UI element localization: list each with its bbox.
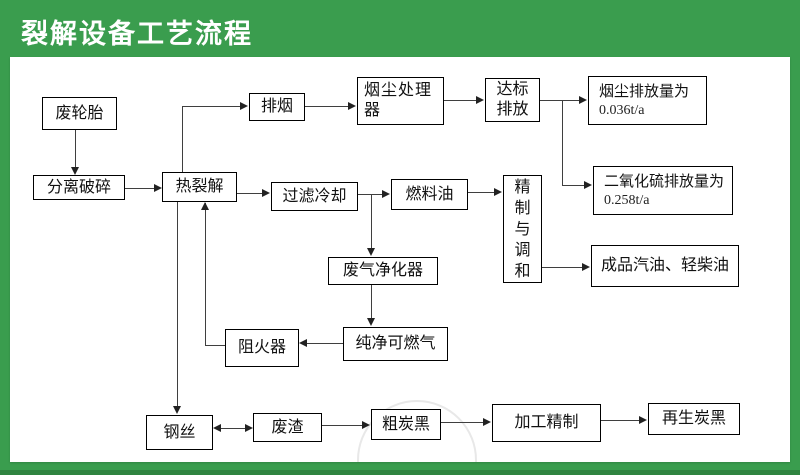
node-label: 烟尘处理器 xyxy=(364,82,433,119)
connector-flamearrester-recycle-vertical xyxy=(205,203,206,346)
node-label: 精制与调和 xyxy=(514,178,531,280)
page-title: 裂解设备工艺流程 xyxy=(21,19,253,49)
connector-branch-so2-vertical xyxy=(562,100,563,185)
arrowhead-right-icon xyxy=(154,184,162,192)
connector-wasteresidue-crudecarbon xyxy=(322,425,363,426)
node-label: 过滤冷却 xyxy=(282,187,347,205)
connector-fueloil-refining xyxy=(468,192,495,193)
flow-node-fuel-oil: 燃料油 xyxy=(391,179,468,210)
arrowhead-left-icon xyxy=(213,424,221,432)
connector-separation-pyrolysis xyxy=(125,188,156,189)
connector-dustprocessor-discharge xyxy=(444,100,477,101)
flow-node-standard-discharge: 达标排放 xyxy=(485,78,540,122)
flow-node-so2-emission: 二氧化硫排放量为 0.258t/a xyxy=(593,166,733,215)
arrowhead-right-icon xyxy=(476,96,484,104)
arrowhead-right-icon xyxy=(348,102,356,110)
node-label: 粗炭黑 xyxy=(381,415,430,433)
node-label: 钢丝 xyxy=(163,423,196,441)
arrowhead-right-icon xyxy=(582,263,590,271)
flowchart-panel: 废轮胎 分离破碎 热裂解 排烟 烟尘处理器 达标排放 烟尘排放量为 0.036t… xyxy=(10,57,790,462)
node-label: 成品汽油、轻柴油 xyxy=(600,257,729,274)
connector-refining-finishedoil xyxy=(542,267,583,268)
flow-node-separation-crushing: 分离破碎 xyxy=(33,175,125,200)
emission-value: 0.036t/a xyxy=(599,102,645,118)
node-label: 燃料油 xyxy=(405,185,454,203)
arrowhead-right-icon xyxy=(245,424,253,432)
connector-gaspurifier-combustible xyxy=(371,285,372,319)
connector-processing-regencarbon xyxy=(601,420,640,421)
connector-pyrolysis-steelwire xyxy=(177,202,178,407)
flow-node-crude-carbon-black: 粗炭黑 xyxy=(371,409,441,440)
flow-node-refining-blending: 精制与调和 xyxy=(503,175,542,283)
flow-node-pyrolysis: 热裂解 xyxy=(162,172,237,202)
connector-crudecarbon-processing xyxy=(441,422,484,423)
connector-wastetire-separation xyxy=(75,130,76,168)
flow-node-processing-refining: 加工精制 xyxy=(492,404,601,442)
connector-branch-so2-horizontal xyxy=(562,185,585,186)
connector-steelwire-wasteresidue xyxy=(220,428,246,429)
arrowhead-right-icon xyxy=(579,96,587,104)
arrowhead-down-icon xyxy=(367,318,375,326)
flow-node-waste-residue: 废渣 xyxy=(253,413,322,442)
flow-node-dust-emission: 烟尘排放量为 0.036t/a xyxy=(588,76,707,125)
connector-junction-gaspurifier xyxy=(371,194,372,249)
node-label: 达标排放 xyxy=(496,81,529,118)
arrowhead-right-icon xyxy=(639,416,647,424)
node-label: 加工精制 xyxy=(514,414,579,431)
connector-pyrolysis-smoke-vertical xyxy=(182,106,183,172)
node-label: 纯净可燃气 xyxy=(355,335,436,352)
node-label: 热裂解 xyxy=(175,178,224,195)
connector-filter-fueloil xyxy=(358,194,383,195)
connector-smoke-dustprocessor xyxy=(305,106,349,107)
flow-node-dust-processor: 烟尘处理器 xyxy=(357,77,444,125)
connector-pyrolysis-smoke-horizontal xyxy=(182,106,241,107)
flow-node-filter-cooling: 过滤冷却 xyxy=(271,182,358,211)
flow-node-flame-arrester: 阻火器 xyxy=(225,329,299,367)
flow-node-combustible-gas: 纯净可燃气 xyxy=(343,327,448,361)
connector-pyrolysis-filter xyxy=(237,193,263,194)
arrowhead-up-icon xyxy=(201,202,209,210)
connector-discharge-dustemission xyxy=(540,100,581,101)
node-label: 二氧化硫排放量为 xyxy=(604,172,725,190)
emission-value: 0.258t/a xyxy=(604,192,650,208)
flow-node-finished-oil: 成品汽油、轻柴油 xyxy=(591,245,739,287)
flow-node-smoke-exhaust: 排烟 xyxy=(249,93,305,121)
node-label: 废渣 xyxy=(271,418,304,436)
arrowhead-right-icon xyxy=(262,189,270,197)
arrowhead-right-icon xyxy=(483,418,491,426)
node-label: 废气净化器 xyxy=(342,262,423,279)
node-label: 阻火器 xyxy=(237,339,286,356)
arrowhead-down-icon xyxy=(367,248,375,256)
arrowhead-right-icon xyxy=(240,102,248,110)
arrowhead-right-icon xyxy=(584,181,592,189)
node-label: 排烟 xyxy=(260,98,293,115)
connector-flamearrester-recycle-horizontal xyxy=(205,345,225,346)
connector-combustible-flamearrester xyxy=(307,343,343,344)
bottom-shade xyxy=(0,470,800,475)
node-label: 再生炭黑 xyxy=(661,410,726,427)
arrowhead-down-icon xyxy=(173,406,181,414)
arrowhead-right-icon xyxy=(494,188,502,196)
flow-node-regenerated-carbon-black: 再生炭黑 xyxy=(648,403,740,435)
flow-node-gas-purifier: 废气净化器 xyxy=(328,257,438,285)
arrowhead-left-icon xyxy=(299,339,307,347)
node-label: 烟尘排放量为 xyxy=(599,82,690,100)
node-label: 分离破碎 xyxy=(46,178,111,196)
flow-node-steel-wire: 钢丝 xyxy=(146,415,213,450)
flow-node-waste-tire: 废轮胎 xyxy=(42,97,117,130)
arrowhead-down-icon xyxy=(71,167,79,175)
arrowhead-right-icon xyxy=(382,190,390,198)
arrowhead-right-icon xyxy=(362,421,370,429)
node-label: 废轮胎 xyxy=(55,104,104,122)
